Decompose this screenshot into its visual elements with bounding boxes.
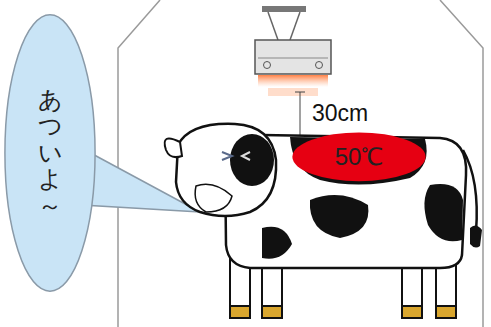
- heater-lamp: [316, 62, 323, 69]
- dimension-line: [300, 92, 301, 140]
- heater-rod: [290, 12, 300, 40]
- cow-eye: [242, 152, 250, 160]
- heat-spot: 50℃: [291, 132, 427, 182]
- speech-text: あついよ～: [38, 87, 62, 219]
- cow-eye-patch: [230, 134, 274, 186]
- heat-glow: [258, 75, 328, 87]
- cow-eye: [222, 152, 232, 160]
- cow-patch: [262, 137, 463, 259]
- cow-ear: [165, 138, 182, 157]
- heater-lamp: [258, 58, 328, 59]
- temperature-text: 50℃: [335, 141, 384, 173]
- heater-lamp: [264, 62, 271, 69]
- cow-tail: [470, 225, 482, 247]
- dimension-tick: [295, 92, 305, 93]
- cow-head: [176, 124, 276, 216]
- heater-rod: [268, 12, 278, 40]
- ceiling-mount: [262, 6, 306, 12]
- dimension-label: 30cm: [312, 100, 368, 127]
- speech-bubble: あついよ～: [4, 12, 96, 294]
- cow-muzzle: [195, 184, 232, 212]
- heat-glow: [268, 88, 318, 96]
- heater-lamp: [255, 40, 331, 74]
- barn-wall: [118, 0, 160, 327]
